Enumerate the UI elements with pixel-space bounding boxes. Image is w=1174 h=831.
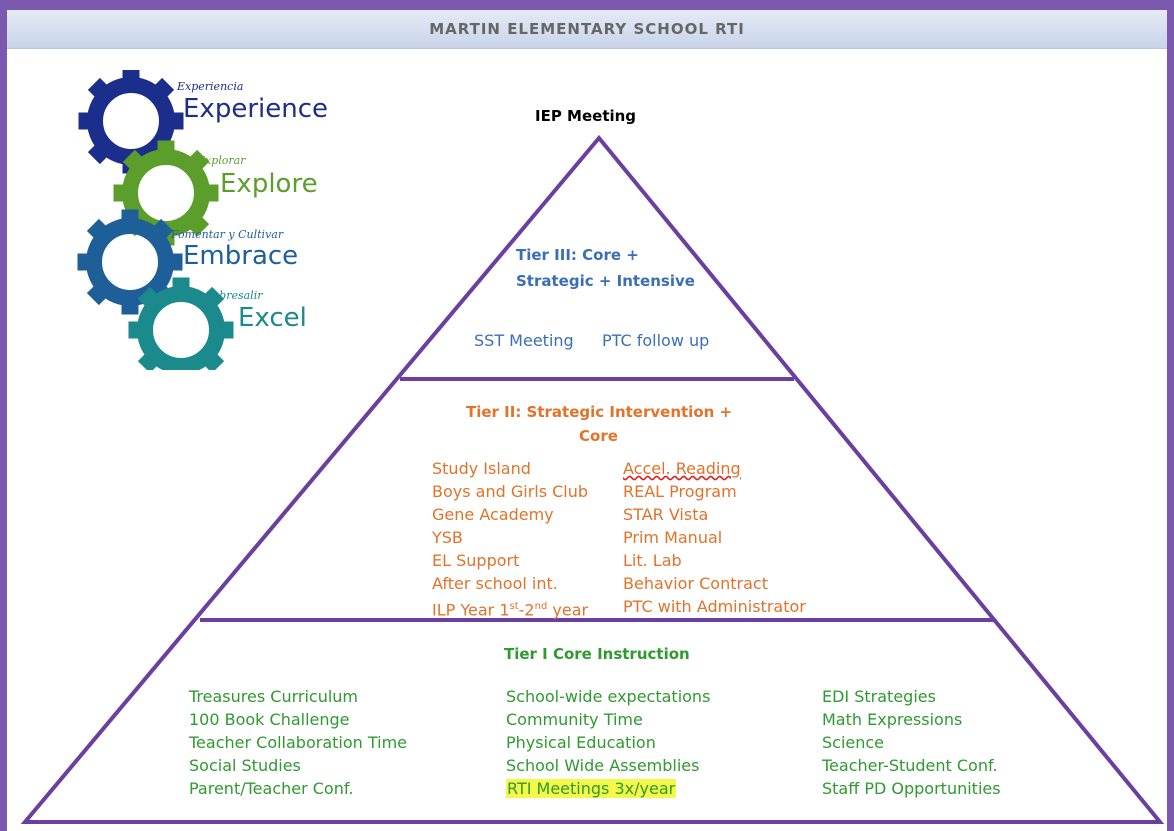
list-item: Social Studies <box>189 756 301 775</box>
list-item: EL Support <box>432 551 520 570</box>
tier3-title-line2: Strategic + Intensive <box>516 272 695 290</box>
logo-word-experience: Experience <box>183 94 328 124</box>
list-item: School Wide Assemblies <box>506 756 700 775</box>
list-item: School-wide expectations <box>506 687 711 706</box>
list-item: Math Expressions <box>822 710 963 729</box>
list-item: RTI Meetings 3x/year <box>506 777 710 800</box>
rti-pyramid <box>20 134 1165 824</box>
list-item: REAL Program <box>623 482 737 501</box>
list-item: Gene Academy <box>432 505 554 524</box>
list-item: YSB <box>432 528 463 547</box>
list-item: Physical Education <box>506 733 656 752</box>
list-item: Boys and Girls Club <box>432 482 589 501</box>
tier2-left-list: Study Island Boys and Girls Club Gene Ac… <box>432 457 588 621</box>
list-item: Community Time <box>506 710 643 729</box>
highlighted-item: RTI Meetings 3x/year <box>506 779 677 798</box>
tier3-item: SST Meeting <box>474 331 574 350</box>
list-item: Treasures Curriculum <box>189 687 359 706</box>
list-item: EDI Strategies <box>822 687 936 706</box>
logo-script-excel: Sobresalir <box>205 289 263 302</box>
tier1-col3: EDI Strategies Math Expressions Science … <box>822 685 1001 800</box>
title-bar: MARTIN ELEMENTARY SCHOOL RTI <box>7 10 1167 49</box>
pyramid-outline <box>20 134 1165 824</box>
logo-word-explore: Explore <box>220 169 318 199</box>
logo-script-experience: Experiencia <box>177 80 244 93</box>
apex-label: IEP Meeting <box>535 107 637 125</box>
tier2-title-line1: Tier II: Strategic Intervention + <box>466 403 733 421</box>
list-item: Accel. Reading <box>623 459 741 478</box>
logo-script-embrace: Fomentar y Cultivar <box>171 228 284 241</box>
slide: MARTIN ELEMENTARY SCHOOL RTI <box>7 10 1167 831</box>
list-item: Science <box>822 733 885 752</box>
tier1-col2: School-wide expectations Community Time … <box>506 685 710 800</box>
page-title: MARTIN ELEMENTARY SCHOOL RTI <box>429 20 745 38</box>
list-item: Prim Manual <box>623 528 723 547</box>
logo-word-embrace: Embrace <box>183 241 299 271</box>
list-item: Study Island <box>432 459 531 478</box>
tier1-col1: Treasures Curriculum 100 Book Challenge … <box>189 685 407 800</box>
list-item-ilp: ILP Year 1st-2nd year <box>432 600 589 620</box>
logo-word-excel: Excel <box>238 303 307 333</box>
tier3-item: PTC follow up <box>602 331 710 350</box>
tier2-title-line2: Core <box>579 427 618 445</box>
list-item: After school int. <box>432 574 558 593</box>
list-item: Staff PD Opportunities <box>822 779 1001 798</box>
list-item: STAR Vista <box>623 505 709 524</box>
tier1-title: Tier I Core Instruction <box>504 645 690 663</box>
logo-script-explore: Explorar <box>197 154 246 167</box>
tier2-right-list: Accel. Reading REAL Program STAR Vista P… <box>623 457 806 618</box>
list-item: 100 Book Challenge <box>189 710 350 729</box>
list-item: PTC with Administrator <box>623 597 806 616</box>
list-item: Parent/Teacher Conf. <box>189 779 354 798</box>
list-item: Behavior Contract <box>623 574 768 593</box>
list-item: Teacher Collaboration Time <box>189 733 408 752</box>
list-item: Teacher-Student Conf. <box>822 756 998 775</box>
tier3-title-line1: Tier III: Core + <box>516 246 639 264</box>
list-item: Lit. Lab <box>623 551 682 570</box>
